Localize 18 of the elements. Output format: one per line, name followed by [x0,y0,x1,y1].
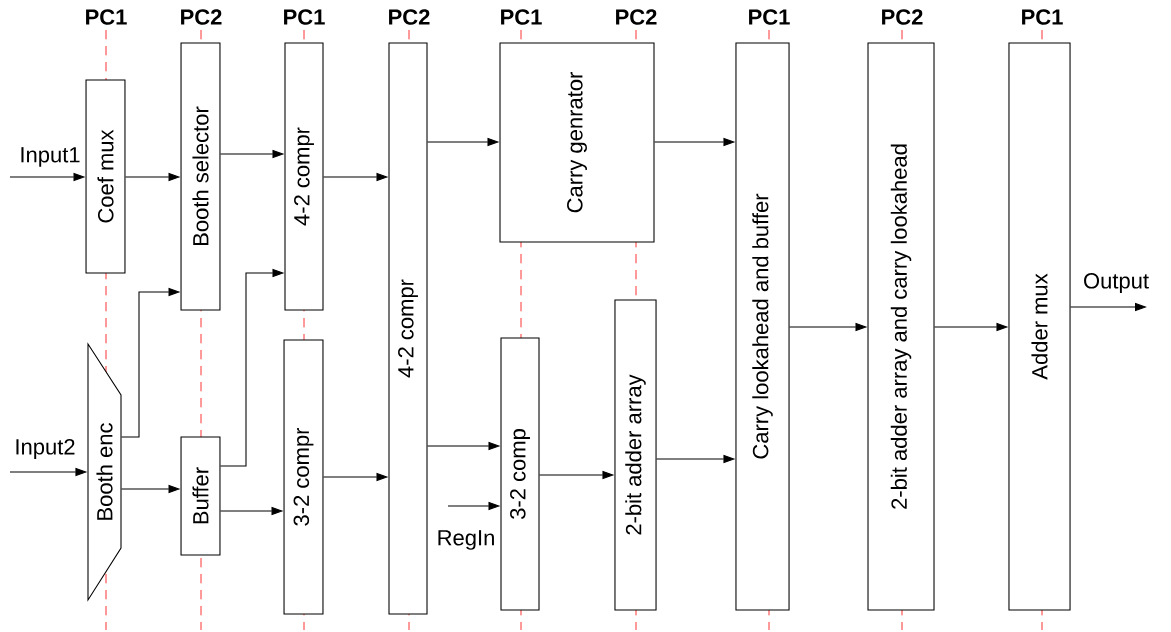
block-box: Buffer [180,436,221,556]
block-box: Adder mux [1008,42,1071,611]
block-box: Coef mux [85,79,126,274]
block-box: 2-bit adder array [614,299,657,611]
block-box: 2-bit adder array and carry lookahead [867,42,935,611]
edge-label: Input1 [18,145,82,169]
phase-label: PC2 [181,9,222,25]
phase-label: PC1 [86,9,127,25]
block-box: 4-2 compr [284,42,324,311]
block-box: Booth selector [180,42,221,311]
block-box: 3-2 comp [500,337,540,611]
block-box: Carry genrator [499,42,655,243]
block-box: 3-2 compr [283,339,324,615]
edge-label: Input2 [13,437,77,461]
block-box: 4-2 compr [388,42,428,615]
block-box: Carry lookahead and buffer [735,42,790,611]
edge-label: RegIn [435,528,497,552]
edge-label: Output [1081,271,1151,295]
